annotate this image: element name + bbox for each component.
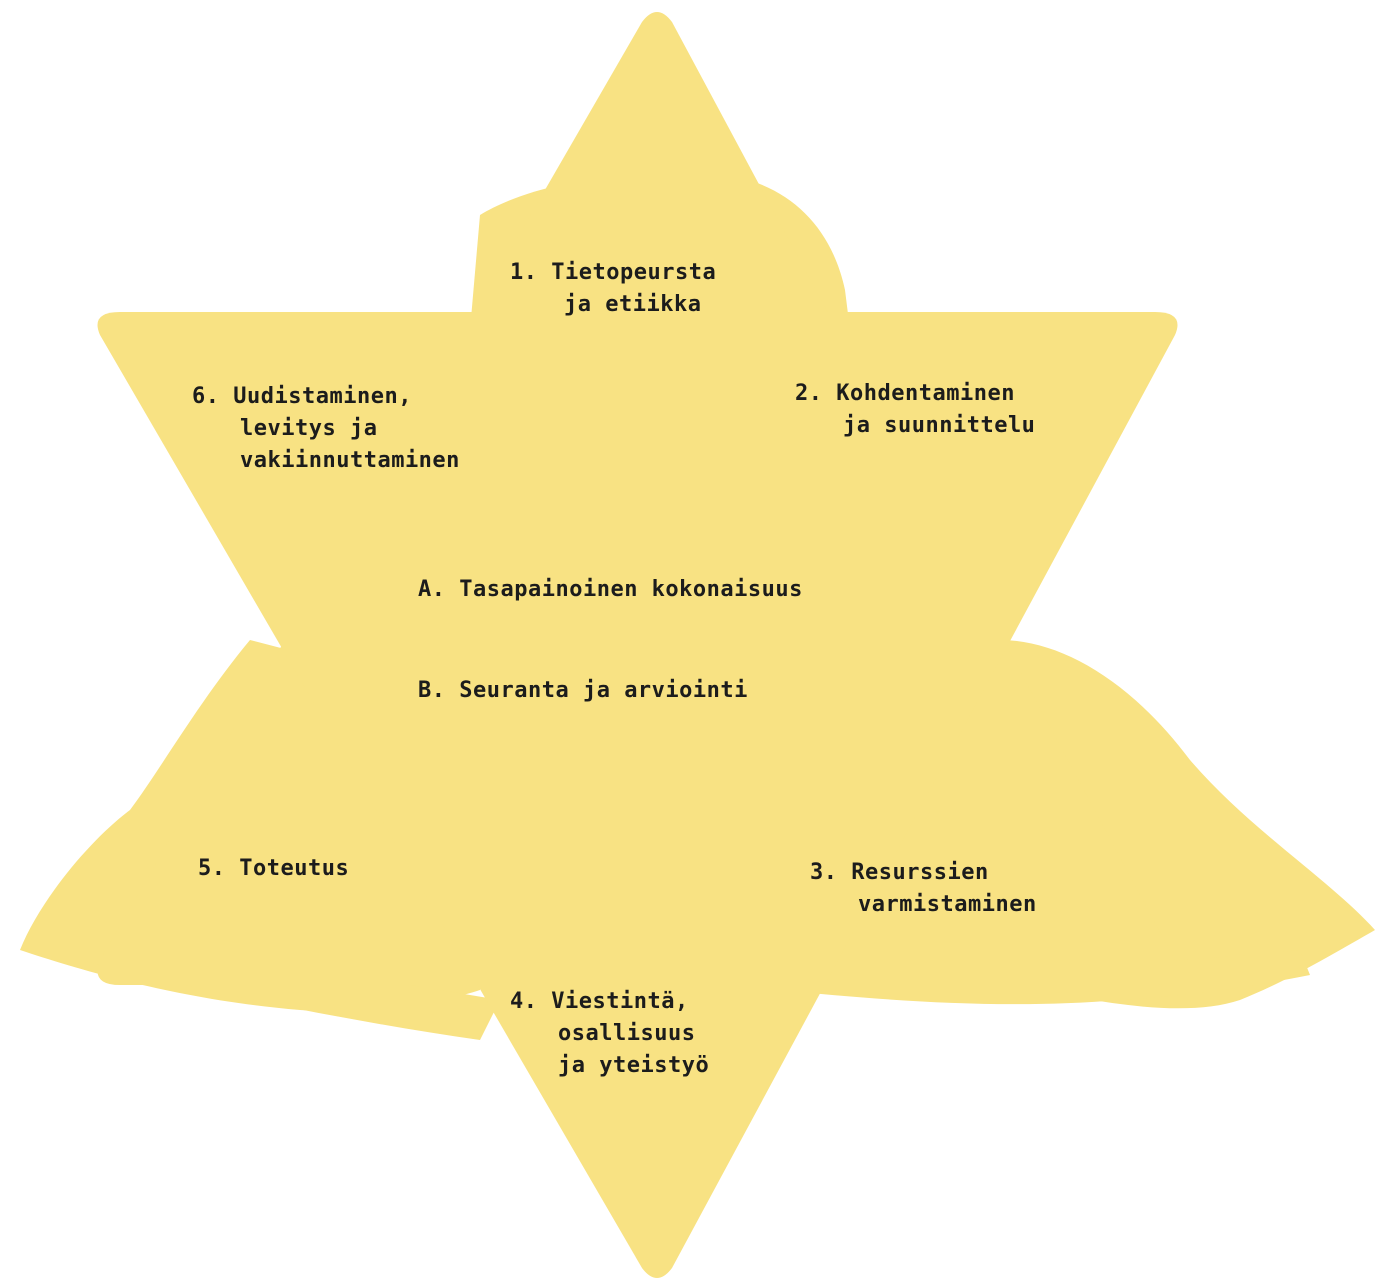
center-a-text: Tasapainoinen kokonaisuus	[459, 577, 803, 602]
hexagram-star	[97, 12, 1178, 1278]
center-a-label: A. Tasapainoinen kokonaisuus	[418, 574, 803, 606]
point-2-title: Kohdentaminen	[836, 381, 1015, 406]
point-3-number: 3.	[810, 860, 838, 885]
point-6-title: Uudistaminen,	[233, 384, 412, 409]
point-1-subtitle: ja etiikka	[564, 292, 702, 317]
center-b-label: B. Seuranta ja arviointi	[418, 675, 748, 707]
point-5-title: Toteutus	[239, 856, 350, 881]
point-1-label: 1. Tietopeursta ja etiikka	[510, 257, 716, 321]
point-6-line-2: levitys ja	[240, 416, 378, 441]
point-5-number: 5.	[198, 856, 226, 881]
center-a-letter: A.	[418, 577, 446, 602]
point-4-line-2: osallisuus	[558, 1021, 696, 1046]
center-b-letter: B.	[418, 678, 446, 703]
point-2-label: 2. Kohdentaminen ja suunnittelu	[795, 378, 1035, 442]
point-4-line-3: ja yteistyö	[558, 1053, 710, 1078]
point-2-subtitle: ja suunnittelu	[843, 413, 1036, 438]
point-6-label: 6. Uudistaminen, levitys ja vakiinnuttam…	[192, 381, 460, 477]
center-b-text: Seuranta ja arviointi	[459, 678, 748, 703]
point-3-title: Resurssien	[851, 860, 989, 885]
point-3-label: 3. Resurssien varmistaminen	[810, 857, 1037, 921]
point-4-label: 4. Viestintä, osallisuus ja yteistyö	[510, 986, 709, 1082]
point-1-number: 1.	[510, 260, 538, 285]
point-1-title: Tietopeursta	[551, 260, 717, 285]
point-4-title: Viestintä,	[551, 989, 689, 1014]
point-3-subtitle: varmistaminen	[858, 892, 1037, 917]
point-6-line-3: vakiinnuttaminen	[240, 448, 460, 473]
point-5-label: 5. Toteutus	[198, 853, 349, 885]
point-4-number: 4.	[510, 989, 538, 1014]
star-triangle-down	[97, 312, 1178, 1278]
point-6-number: 6.	[192, 384, 220, 409]
point-2-number: 2.	[795, 381, 823, 406]
